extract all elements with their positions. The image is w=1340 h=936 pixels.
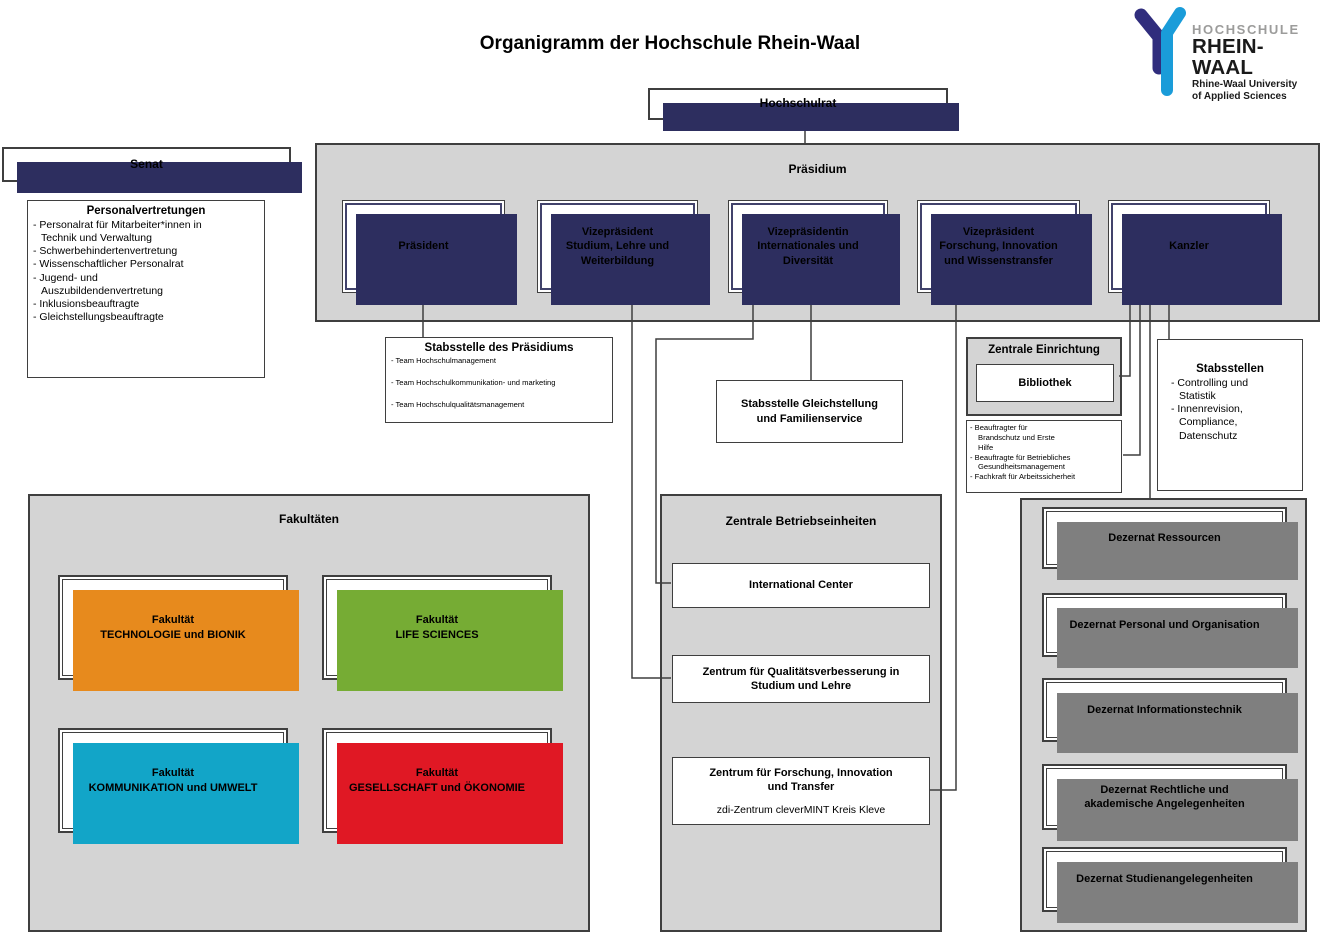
vp-internationales-label: Vizepräsidentin Internationales und Dive… [757, 226, 859, 267]
zdi-zentrum-label: zdi-Zentrum cleverMINT Kreis Kleve [716, 804, 886, 817]
fakultaet-kommunikation-box: Fakultät KOMMUNIKATION und UMWELT [58, 728, 299, 844]
praesident-label: Präsident [398, 240, 449, 253]
list-item: - Team Hochschulkommunikation- und marke… [391, 377, 556, 387]
logo-line-hochschule: HOCHSCHULE [1192, 22, 1300, 37]
dezernat-studienangelegenheiten-box: Dezernat Studienangelegenheiten [1042, 847, 1298, 923]
senat-label: Senat [130, 156, 163, 171]
kanzler-label: Kanzler [1169, 240, 1209, 253]
fakultaeten-title: Fakultäten [278, 512, 339, 526]
vp-forschung-label: Vizepräsident Forschung, Innovation und … [939, 226, 1058, 267]
international-center-label: International Center [749, 579, 853, 592]
zentrale-einrichtung-title: Zentrale Einrichtung [988, 344, 1100, 356]
stabsstellen-title: Stabsstellen [1196, 363, 1264, 375]
dezernat-label: Dezernat Personal und Organisation [1069, 618, 1260, 631]
vp-studium-box: Vizepräsident Studium, Lehre und Weiterb… [537, 200, 710, 305]
vp-studium-label: Vizepräsident Studium, Lehre und Weiterb… [565, 226, 670, 267]
stabsstelle-praesidium-list: - Team Hochschulmanagement - Team Hochsc… [391, 356, 607, 410]
dezernat-label: Dezernat Informationstechnik [1087, 703, 1242, 716]
zentrum-forschung-label: Zentrum für Forschung, Innovation und Tr… [709, 766, 893, 793]
vp-forschung-box: Vizepräsident Forschung, Innovation und … [917, 200, 1092, 305]
betriebseinheiten-title: Zentrale Betriebseinheiten [725, 514, 877, 528]
fakultaet-technologie-label: Fakultät TECHNOLOGIE und BIONIK [100, 614, 246, 641]
dezernat-personal-box: Dezernat Personal und Organisation [1042, 593, 1298, 668]
list-item: - Jugend- und Auszubildendenvertretung [33, 271, 164, 297]
international-center-box: International Center [672, 563, 930, 608]
praesidium-title: Präsidium [788, 162, 847, 176]
fakultaet-technologie-box: Fakultät TECHNOLOGIE und BIONIK [58, 575, 299, 691]
hochschulrat-label: Hochschulrat [759, 96, 837, 111]
personalvertretungen-box: Personalvertretungen - Personalrat für M… [27, 200, 265, 378]
list-item: - Inklusionsbeauftragte [33, 297, 140, 310]
dezernat-rechtliche-box: Dezernat Rechtliche und akademische Ange… [1042, 764, 1298, 841]
personalvertretungen-title: Personalvertretungen [86, 205, 206, 217]
stabsstelle-gleichstellung-box: Stabsstelle Gleichstellung und Familiens… [716, 380, 903, 443]
logo-mark-icon [1134, 7, 1186, 96]
list-item: - Fachkraft für Arbeitssicherheit [970, 472, 1076, 482]
fakultaet-gesellschaft-label: Fakultät GESELLSCHAFT und ÖKONOMIE [349, 767, 525, 794]
logo-text: HOCHSCHULE RHEIN-WAAL Rhine-Waal Univers… [1192, 23, 1316, 102]
fakultaet-kommunikation-label: Fakultät KOMMUNIKATION und UMWELT [88, 767, 258, 794]
bibliothek-label: Bibliothek [1018, 376, 1072, 389]
dezernat-label: Dezernat Rechtliche und akademische Ange… [1084, 783, 1245, 810]
dezernat-ressourcen-box: Dezernat Ressourcen [1042, 507, 1298, 580]
list-item: - Wissenschaftlicher Personalrat [33, 258, 184, 271]
logo-line-applied: of Applied Sciences [1192, 91, 1287, 102]
hochschulrat-box: Hochschulrat [648, 88, 959, 131]
list-item: - Controlling und Statistik [1171, 377, 1249, 403]
logo-line-rheinwaal: RHEIN-WAAL [1192, 35, 1264, 79]
list-item: - Team Hochschulmanagement [391, 356, 496, 365]
dezernat-label: Dezernat Studienangelegenheiten [1076, 873, 1253, 886]
praesident-box: Präsident [342, 200, 517, 305]
list-item: - Beauftragter für Brandschutz und Erste… [970, 423, 1055, 452]
stabsstellen-box: Stabsstellen - Controlling und Statistik… [1157, 339, 1303, 491]
kanzler-box: Kanzler [1108, 200, 1282, 305]
stabsstelle-praesidium-box: Stabsstelle des Präsidiums - Team Hochsc… [385, 337, 613, 423]
fakultaeten-container: Fakultäten [28, 494, 590, 932]
list-item: - Gleichstellungsbeauftragte [33, 310, 164, 323]
dezernate-container: Dezernat Ressourcen Dezernat Personal un… [1020, 498, 1307, 932]
vp-internationales-box: Vizepräsidentin Internationales und Dive… [728, 200, 900, 305]
list-item: - Beauftragte für Betriebliches Gesundhe… [970, 452, 1071, 472]
logo-line-university: Rhine-Waal University [1192, 79, 1298, 90]
bibliothek-box: Bibliothek [976, 364, 1114, 402]
dezernat-informationstechnik-box: Dezernat Informationstechnik [1042, 678, 1298, 753]
dezernat-label: Dezernat Ressourcen [1108, 531, 1221, 544]
zentrum-qualitaetsverbesserung-label: Zentrum für Qualitätsverbesserung in Stu… [702, 665, 900, 692]
stabsstellen-list: - Controlling und Statistik - Innenrevis… [1163, 377, 1297, 443]
stabsstelle-gleichstellung-label: Stabsstelle Gleichstellung und Familiens… [741, 398, 878, 425]
betriebseinheiten-container: Zentrale Betriebseinheiten International… [660, 494, 942, 932]
list-item: - Schwerbehindertenvertretung [33, 245, 178, 258]
list-item: - Innenrevision, Compliance, Datenschutz [1171, 403, 1243, 442]
beauftragte-list: - Beauftragter für Brandschutz und Erste… [970, 423, 1118, 482]
page-title: Organigramm der Hochschule Rhein-Waal [479, 33, 861, 54]
personalvertretungen-list: - Personalrat für Mitarbeiter*innen in T… [33, 219, 259, 324]
zentrum-forschung-box: Zentrum für Forschung, Innovation und Tr… [672, 757, 930, 825]
beauftragte-box: - Beauftragter für Brandschutz und Erste… [966, 420, 1122, 493]
fakultaet-life-sciences-box: Fakultät LIFE SCIENCES [322, 575, 563, 691]
list-item: - Team Hochschulqualitätsmanagement [391, 399, 525, 409]
list-item: - Personalrat für Mitarbeiter*innen in T… [33, 219, 202, 245]
fakultaet-gesellschaft-box: Fakultät GESELLSCHAFT und ÖKONOMIE [322, 728, 563, 844]
senat-box: Senat [2, 147, 302, 193]
fakultaet-life-sciences-label: Fakultät LIFE SCIENCES [395, 614, 479, 641]
zentrum-qualitaetsverbesserung-box: Zentrum für Qualitätsverbesserung in Stu… [672, 655, 930, 703]
stabsstelle-praesidium-title: Stabsstelle des Präsidiums [424, 342, 574, 354]
hsrw-logo: HOCHSCHULE RHEIN-WAAL Rhine-Waal Univers… [1130, 6, 1316, 102]
